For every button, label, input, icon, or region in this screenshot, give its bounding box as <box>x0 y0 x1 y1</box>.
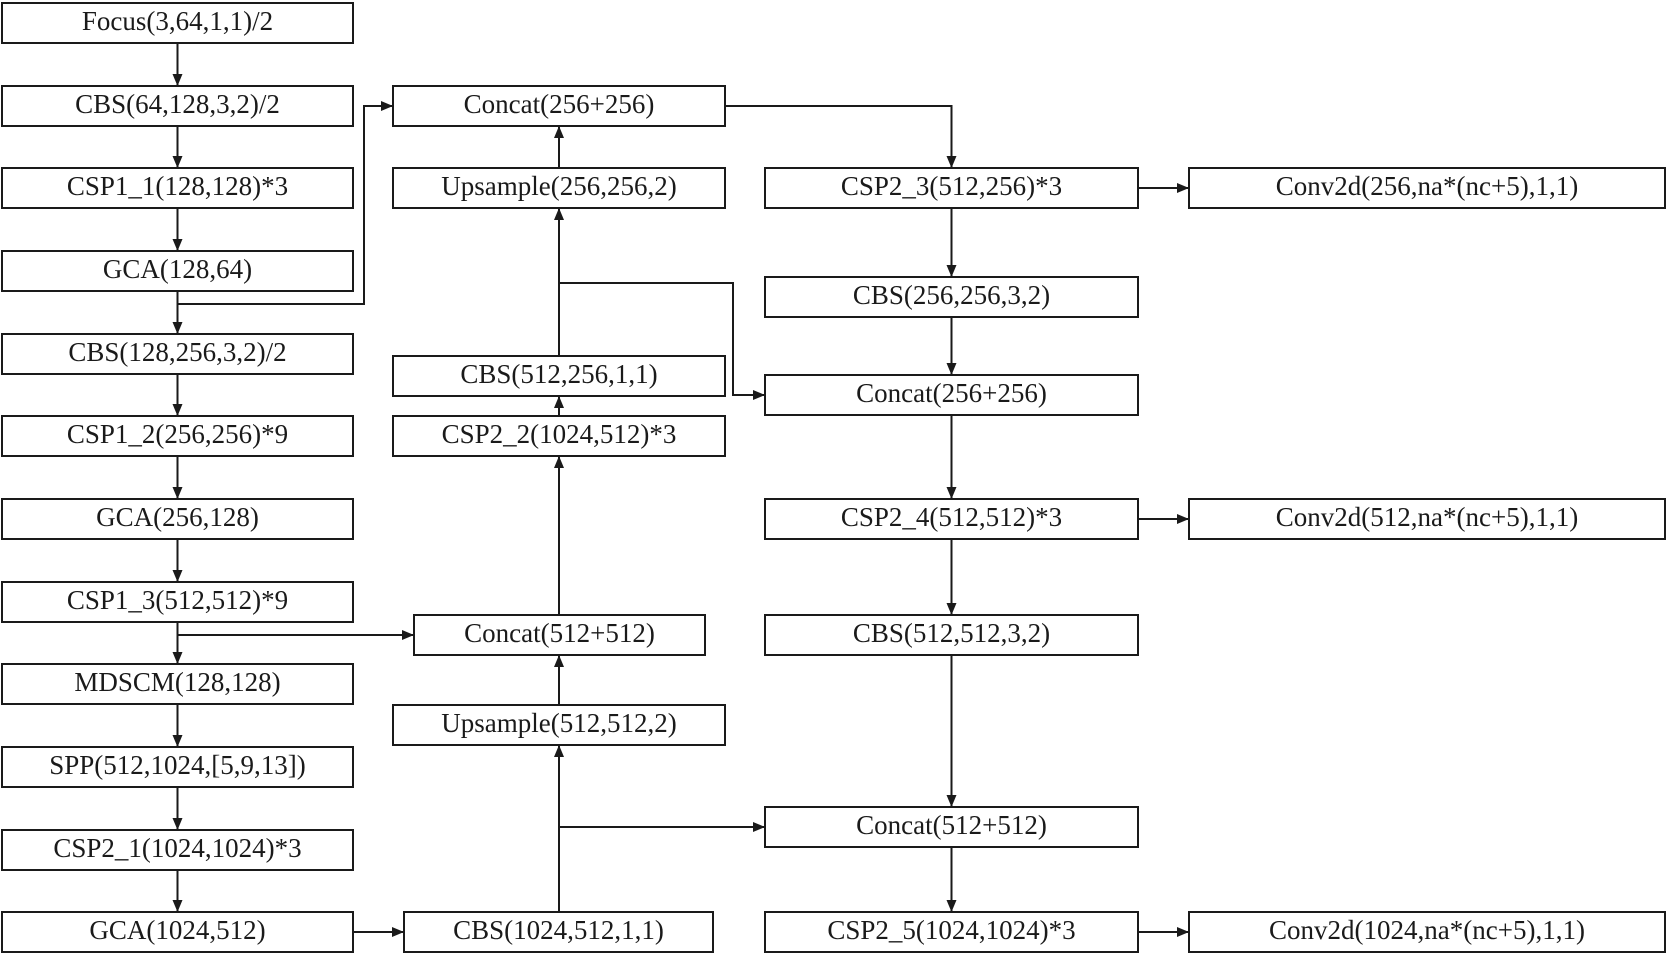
node-csp2-4: CSP2_4(512,512)*3 <box>764 498 1139 540</box>
node-label: CSP1_3(512,512)*9 <box>67 585 288 615</box>
node-box <box>764 498 1139 540</box>
node-focus: Focus(3,64,1,1)/2 <box>1 2 354 44</box>
node-label: CSP1_1(128,128)*3 <box>67 171 288 201</box>
node-box <box>403 911 714 953</box>
node-gca1: GCA(128,64) <box>1 250 354 292</box>
node-label: Upsample(512,512,2) <box>441 708 676 738</box>
node-label: GCA(1024,512) <box>89 915 265 945</box>
node-label: Conv2d(1024,na*(nc+5),1,1) <box>1269 915 1585 945</box>
node-csp1-1: CSP1_1(128,128)*3 <box>1 167 354 209</box>
node-box <box>1 250 354 292</box>
node-box <box>392 85 726 127</box>
node-cbs-b: CBS(1024,512,1,1) <box>403 911 714 953</box>
node-label: Focus(3,64,1,1)/2 <box>82 6 273 36</box>
node-csp1-3: CSP1_3(512,512)*9 <box>1 581 354 623</box>
node-box <box>392 704 726 746</box>
connection-arrows <box>172 43 1189 937</box>
node-concat-c: Concat(256+256) <box>764 374 1139 416</box>
node-upsample-a: Upsample(256,256,2) <box>392 167 726 209</box>
node-conv-1: Conv2d(256,na*(nc+5),1,1) <box>1188 167 1666 209</box>
node-label: CSP2_1(1024,1024)*3 <box>53 833 301 863</box>
node-label: Concat(256+256) <box>464 89 655 119</box>
node-box <box>1 746 354 788</box>
node-label: GCA(256,128) <box>96 502 259 532</box>
node-label: MDSCM(128,128) <box>74 667 280 697</box>
node-csp1-2: CSP1_2(256,256)*9 <box>1 415 354 457</box>
node-mdscm: MDSCM(128,128) <box>1 663 354 705</box>
node-box <box>764 806 1139 848</box>
node-label: CSP1_2(256,256)*9 <box>67 419 288 449</box>
node-box <box>1188 167 1666 209</box>
node-label: Concat(512+512) <box>856 810 1047 840</box>
node-box <box>392 415 726 457</box>
node-label: Conv2d(512,na*(nc+5),1,1) <box>1276 502 1578 532</box>
node-box <box>392 167 726 209</box>
node-label: CBS(1024,512,1,1) <box>453 915 664 945</box>
node-box <box>1 2 354 44</box>
node-label: CSP2_2(1024,512)*3 <box>442 419 677 449</box>
node-box <box>1 167 354 209</box>
node-cbs-a: CBS(512,256,1,1) <box>392 355 726 397</box>
node-spp: SPP(512,1024,[5,9,13]) <box>1 746 354 788</box>
node-box <box>1 415 354 457</box>
node-label: CBS(512,512,3,2) <box>853 618 1050 648</box>
arrow-csp1-3-to-concat-b <box>176 626 414 640</box>
node-box <box>1 911 354 953</box>
node-csp2-3: CSP2_3(512,256)*3 <box>764 167 1139 209</box>
node-box <box>1 333 354 375</box>
node-cbs-c: CBS(256,256,3,2) <box>764 276 1139 318</box>
node-label: CBS(256,256,3,2) <box>853 280 1050 310</box>
node-label: CBS(128,256,3,2)/2 <box>68 337 286 367</box>
node-gca2: GCA(256,128) <box>1 498 354 540</box>
node-label: Conv2d(256,na*(nc+5),1,1) <box>1276 171 1578 201</box>
node-box <box>1 663 354 705</box>
arrow-cbs-a-to-concat-c <box>559 282 765 400</box>
node-box <box>1188 911 1666 953</box>
node-label: SPP(512,1024,[5,9,13]) <box>49 750 306 780</box>
node-box <box>764 911 1139 953</box>
arrow-concat-a-to-csp2-3 <box>725 105 957 168</box>
node-box <box>413 614 706 656</box>
node-csp2-5: CSP2_5(1024,1024)*3 <box>764 911 1139 953</box>
node-label: CBS(512,256,1,1) <box>460 359 657 389</box>
node-cbs1: CBS(64,128,3,2)/2 <box>1 85 354 127</box>
node-csp2-1: CSP2_1(1024,1024)*3 <box>1 829 354 871</box>
node-concat-d: Concat(512+512) <box>764 806 1139 848</box>
node-label: Concat(512+512) <box>464 618 655 648</box>
node-cbs2: CBS(128,256,3,2)/2 <box>1 333 354 375</box>
node-label: Concat(256+256) <box>856 378 1047 408</box>
node-box <box>764 614 1139 656</box>
node-gca3: GCA(1024,512) <box>1 911 354 953</box>
arrow-gca1-to-concat-a <box>177 101 393 305</box>
node-concat-a: Concat(256+256) <box>392 85 726 127</box>
node-conv-2: Conv2d(512,na*(nc+5),1,1) <box>1188 498 1666 540</box>
node-box <box>1 829 354 871</box>
node-box <box>392 355 726 397</box>
node-box <box>1 498 354 540</box>
node-box <box>1 581 354 623</box>
node-label: CSP2_3(512,256)*3 <box>841 171 1062 201</box>
node-label: CSP2_5(1024,1024)*3 <box>827 915 1075 945</box>
node-label: Upsample(256,256,2) <box>441 171 676 201</box>
node-label: CSP2_4(512,512)*3 <box>841 502 1062 532</box>
node-box <box>1 85 354 127</box>
node-csp2-2: CSP2_2(1024,512)*3 <box>392 415 726 457</box>
node-label: GCA(128,64) <box>103 254 252 284</box>
node-box <box>764 167 1139 209</box>
node-box <box>764 374 1139 416</box>
node-concat-b: Concat(512+512) <box>413 614 706 656</box>
node-box <box>764 276 1139 318</box>
node-cbs-d: CBS(512,512,3,2) <box>764 614 1139 656</box>
node-upsample-b: Upsample(512,512,2) <box>392 704 726 746</box>
node-conv-3: Conv2d(1024,na*(nc+5),1,1) <box>1188 911 1666 953</box>
node-label: CBS(64,128,3,2)/2 <box>75 89 280 119</box>
node-box <box>1188 498 1666 540</box>
